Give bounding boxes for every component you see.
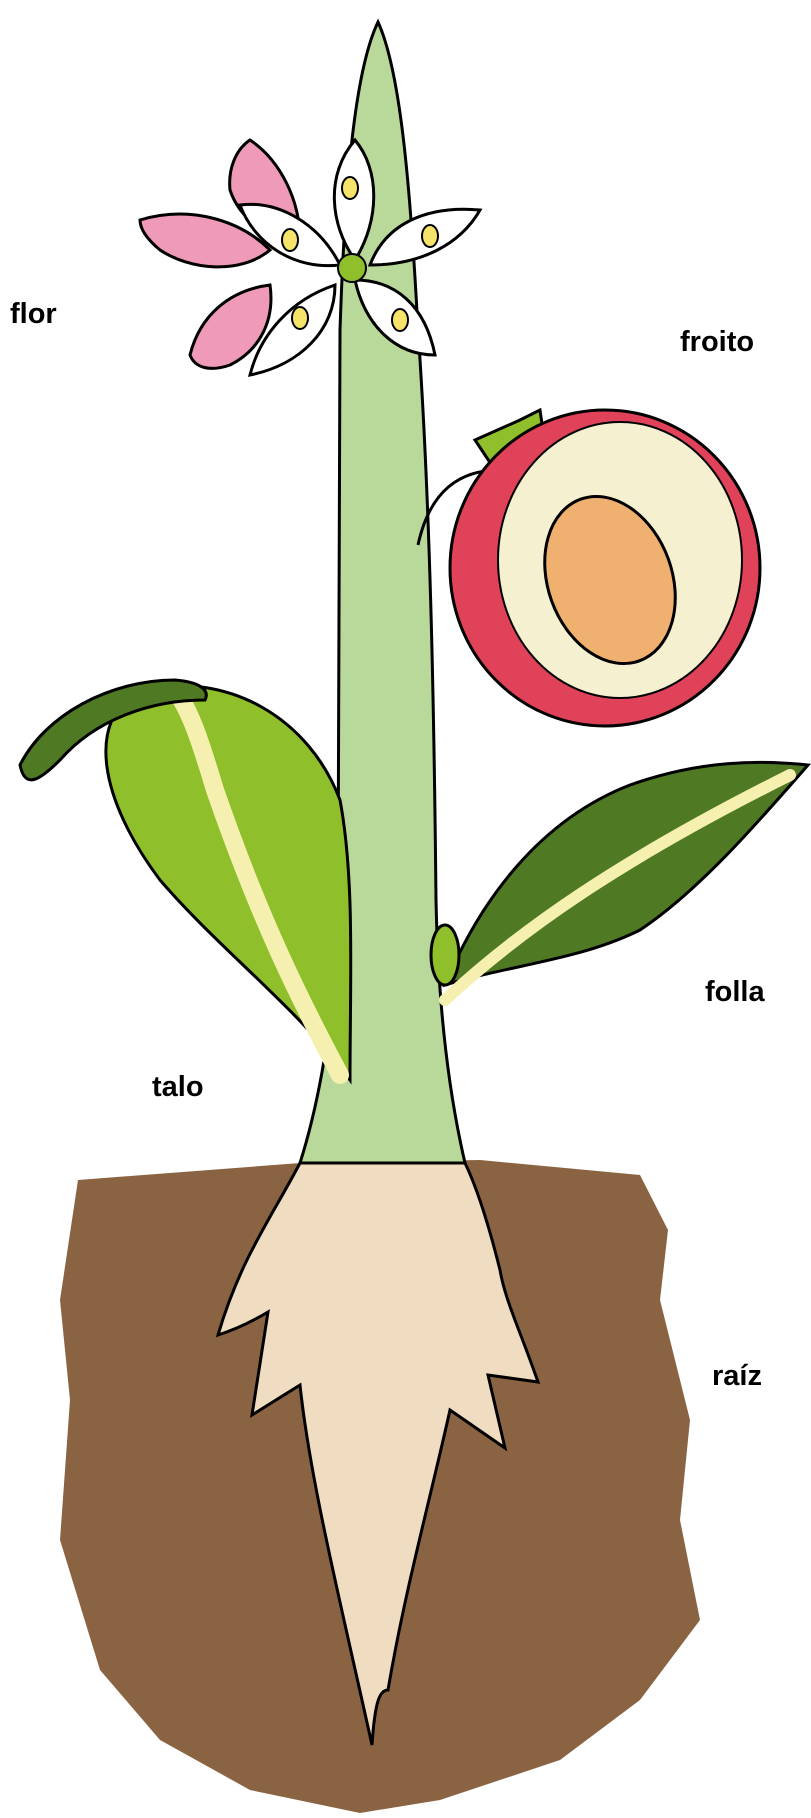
anther bbox=[282, 229, 298, 251]
label-talo: talo bbox=[152, 1073, 204, 1102]
anther bbox=[292, 307, 308, 329]
leaf-bud bbox=[431, 925, 459, 985]
anther bbox=[342, 177, 358, 199]
label-flor: flor bbox=[10, 300, 57, 329]
anther bbox=[422, 225, 438, 247]
flower-center bbox=[338, 254, 366, 282]
anther bbox=[392, 309, 408, 331]
label-folla: folla bbox=[705, 978, 765, 1007]
label-froito: froito bbox=[680, 328, 754, 357]
flower bbox=[140, 140, 480, 375]
label-raiz: raíz bbox=[712, 1362, 762, 1391]
